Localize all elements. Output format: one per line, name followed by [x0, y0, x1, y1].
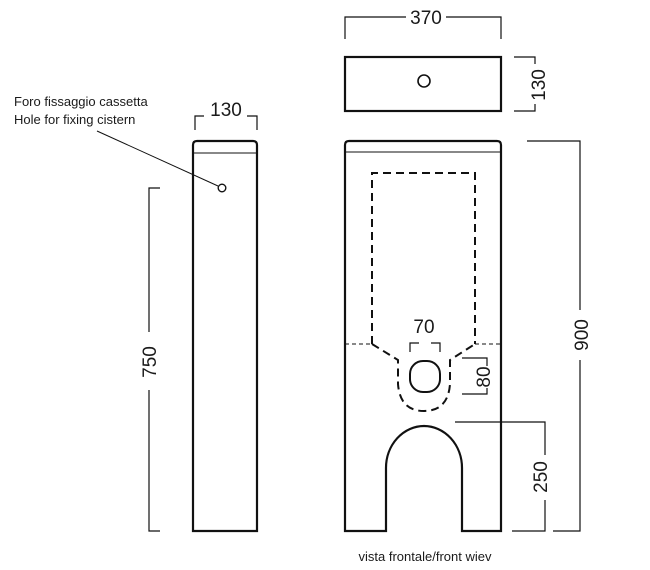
- annotation-leader-line: [96, 130, 219, 187]
- side-height-label: 750: [140, 346, 161, 378]
- fixing-hole: [217, 183, 227, 193]
- arch-height-label: 250: [531, 461, 552, 493]
- top-view-hole: [417, 74, 431, 88]
- top-view: 370 130: [343, 8, 550, 113]
- outlet-height-dimension: 80: [462, 357, 495, 395]
- front-view: 70 80 250 900: [343, 139, 593, 533]
- top-view-body: [343, 55, 503, 113]
- top-width-dimension: 370: [344, 8, 502, 39]
- annotation-label-italian: Foro fissaggio cassetta: [14, 94, 148, 109]
- side-depth-label: 130: [210, 100, 242, 121]
- side-view: 130 750: [140, 100, 259, 533]
- front-height-dimension: 900: [527, 140, 593, 532]
- annotation-label-english: Hole for fixing cistern: [14, 112, 135, 127]
- side-view-body: [191, 139, 259, 533]
- top-depth-label: 130: [529, 69, 550, 101]
- outlet-width-label: 70: [413, 317, 434, 338]
- outlet-width-dimension: 70: [409, 317, 441, 352]
- hidden-outlet-housing: [371, 343, 476, 413]
- side-depth-dimension: 130: [194, 100, 258, 130]
- outlet-opening: [409, 360, 441, 393]
- front-height-label: 900: [572, 319, 593, 351]
- front-view-body: [343, 139, 503, 533]
- arch-height-dimension: 250: [455, 421, 552, 532]
- outlet-height-label: 80: [474, 366, 495, 387]
- top-width-label: 370: [410, 8, 442, 29]
- top-depth-dimension: 130: [514, 56, 550, 112]
- fixing-hole-annotation: Foro fissaggio cassetta Hole for fixing …: [14, 94, 219, 187]
- front-view-caption: vista frontale/front wiev: [359, 549, 492, 564]
- hidden-cistern-outline: [371, 172, 476, 344]
- side-height-dimension: 750: [140, 187, 161, 532]
